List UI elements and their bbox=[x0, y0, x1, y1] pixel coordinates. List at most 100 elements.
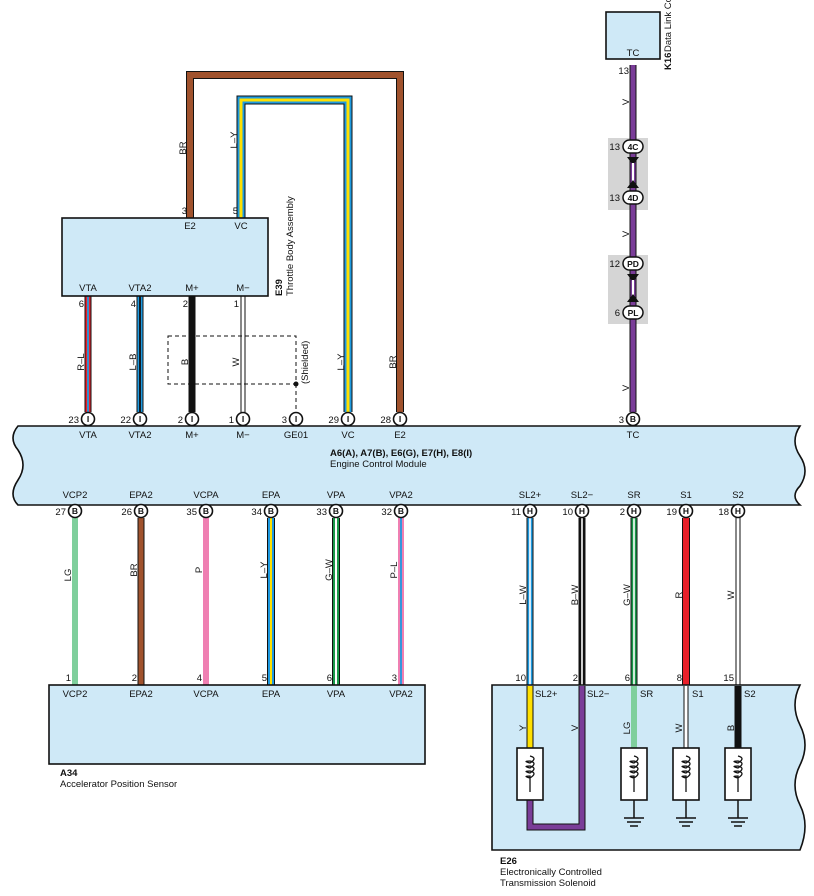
wire-label-vcp2: LG bbox=[63, 569, 74, 582]
accel-pin-label-epa: EPA bbox=[262, 689, 281, 700]
wire-label-e2: BR bbox=[388, 355, 399, 368]
junction-pd-num: 12 bbox=[609, 259, 620, 270]
ecm-pin-epa: EPA B 34 bbox=[251, 490, 281, 519]
accel-pin-label-vcp2: VCP2 bbox=[63, 689, 88, 700]
ecm-pin-e2: I 28 E2 bbox=[380, 411, 408, 441]
ecm-pin-epa-label: EPA bbox=[262, 490, 281, 501]
ecm-pin-ge01-num: 3 bbox=[282, 415, 287, 426]
wire-label-vpa2: P–L bbox=[389, 562, 400, 579]
tb-pin-label-vta: VTA bbox=[79, 283, 97, 294]
ecm-box bbox=[12, 425, 806, 506]
ecm-pin-s1: S1 H 19 bbox=[666, 490, 694, 519]
ecm-pin-mplus-num: 2 bbox=[178, 415, 183, 426]
wire-label-sl2p: L–W bbox=[518, 585, 529, 605]
solenoid-box bbox=[491, 684, 806, 851]
accel-sensor-box bbox=[48, 684, 426, 765]
ecm-pin-e2-num: 28 bbox=[380, 415, 391, 426]
ecm-name: Engine Control Module bbox=[330, 459, 427, 470]
ecm-pin-ge01-letter: I bbox=[295, 414, 297, 424]
accel-code: A34 bbox=[60, 768, 78, 779]
ecm-pin-vta2-num: 22 bbox=[120, 415, 131, 426]
ecm-pin-s1-letter: H bbox=[683, 506, 689, 516]
coil-icon bbox=[516, 747, 544, 801]
accel-pin-label-vcpa: VCPA bbox=[193, 689, 219, 700]
ecm-pin-s1-label: S1 bbox=[680, 490, 692, 501]
ecm-pin-vc-letter: I bbox=[347, 414, 349, 424]
sol-pin-num-sl2m: 2 bbox=[573, 673, 578, 684]
accel-pin-num-vcpa: 4 bbox=[197, 673, 202, 684]
ecm-pin-vpa2: VPA2 B 32 bbox=[381, 490, 413, 519]
ecm-pin-vpa-letter: B bbox=[333, 506, 339, 516]
wire-label-br-outer: BR bbox=[178, 141, 189, 154]
ecm-pin-epa2: EPA2 B 26 bbox=[121, 490, 153, 519]
sol-pin-label-sl2m: SL2− bbox=[587, 689, 610, 700]
ecm-pin-vta: I 23 VTA bbox=[68, 411, 98, 441]
ecm-pin-tc-label: TC bbox=[627, 430, 640, 441]
junction-4d-num: 13 bbox=[609, 193, 620, 204]
sol-wire-label-w: W bbox=[674, 723, 685, 732]
ecm-pin-vcpa-letter: B bbox=[203, 506, 209, 516]
accel-pin-label-vpa2: VPA2 bbox=[389, 689, 413, 700]
wire-label-tc-upper: V bbox=[621, 98, 632, 105]
ecm-pin-sl2m-num: 10 bbox=[562, 507, 573, 518]
ecm-pin-vcpa: VCPA B 35 bbox=[186, 490, 219, 519]
wire-label-epa2: BR bbox=[129, 563, 140, 576]
wire-label-sr: G–W bbox=[622, 584, 633, 606]
wire-label-vta: R–L bbox=[76, 353, 87, 370]
solenoid-code: E26 bbox=[500, 856, 517, 867]
ground-icon bbox=[728, 817, 748, 827]
ecm-pin-sl2m: SL2− H 10 bbox=[562, 490, 594, 519]
junction-pd-code: PD bbox=[627, 259, 639, 269]
sol-wire-label-y: Y bbox=[518, 724, 529, 731]
junction-connector-4c-4d: 4C 4D 13 13 bbox=[608, 138, 648, 210]
tb-pin-num-mminus: 1 bbox=[234, 299, 239, 310]
tb-pin-label-vc: VC bbox=[234, 221, 247, 232]
ecm-pin-vta2: I 22 VTA2 bbox=[120, 411, 152, 441]
sol-pin-label-sl2p: SL2+ bbox=[535, 689, 558, 700]
junction-4c-code: 4C bbox=[628, 142, 639, 152]
ecm-pin-e2-label: E2 bbox=[394, 430, 406, 441]
junction-pl-code: PL bbox=[628, 308, 639, 318]
ecm-pin-vcpa-num: 35 bbox=[186, 507, 197, 518]
tb-pin-num-vc: 5 bbox=[233, 206, 238, 217]
sol-pin-num-s1: 8 bbox=[677, 673, 682, 684]
ecm-pin-vpa2-label: VPA2 bbox=[389, 490, 413, 501]
ecm-pin-sl2p: SL2+ H 11 bbox=[511, 490, 542, 519]
sol-wire-label-lg: LG bbox=[622, 722, 633, 735]
dlc-name: Data Link Connector 3 bbox=[663, 0, 674, 52]
ecm-pin-vcp2-letter: B bbox=[72, 506, 78, 516]
wire-label-mminus: W bbox=[231, 357, 242, 366]
solenoid-pins: 10 SL2+ 2 SL2− 6 SR 8 S1 15 S2 bbox=[515, 673, 755, 700]
ecm-pin-epa2-label: EPA2 bbox=[129, 490, 153, 501]
wire-label-vpa: G–W bbox=[324, 559, 335, 581]
throttle-body-box bbox=[61, 217, 269, 297]
tb-pin-label-e2: E2 bbox=[184, 221, 196, 232]
tb-pin-num-vta: 6 bbox=[79, 299, 84, 310]
ecm-pin-vc: I 29 VC bbox=[328, 411, 356, 441]
ecm-pin-vc-label: VC bbox=[341, 430, 354, 441]
ecm-pin-mplus-letter: I bbox=[191, 414, 193, 424]
wire-label-sl2m: B–W bbox=[570, 585, 581, 606]
ecm-pin-epa2-num: 26 bbox=[121, 507, 132, 518]
ecm-pin-vpa: VPA B 33 bbox=[316, 490, 346, 519]
dlc-box bbox=[605, 11, 661, 60]
ecm-codes: A6(A), A7(B), E6(G), E7(H), E8(I) bbox=[330, 448, 472, 459]
accel-pin-label-vpa: VPA bbox=[327, 689, 346, 700]
ecm-pin-sr-label: SR bbox=[627, 490, 640, 501]
ecm-pin-s2: S2 H 18 bbox=[718, 490, 746, 519]
wire-label-vcpa: P bbox=[194, 567, 205, 573]
throttle-code: E39 bbox=[274, 279, 285, 296]
ecm-pin-sl2p-label: SL2+ bbox=[519, 490, 542, 501]
ecm-pin-s2-label: S2 bbox=[732, 490, 744, 501]
wire-label-s1: R bbox=[674, 591, 685, 598]
wire-label-s2: W bbox=[726, 590, 737, 599]
ecm-pin-vpa2-letter: B bbox=[398, 506, 404, 516]
coil-icon bbox=[724, 747, 752, 801]
ground-icon bbox=[676, 817, 696, 827]
ecm-pin-mminus-letter: I bbox=[242, 414, 244, 424]
ecm-pin-e2-letter: I bbox=[399, 414, 401, 424]
ecm-pin-epa-num: 34 bbox=[251, 507, 262, 518]
ecm-pin-tc-num: 3 bbox=[619, 415, 624, 426]
ecm-pin-sl2p-num: 11 bbox=[511, 507, 521, 518]
